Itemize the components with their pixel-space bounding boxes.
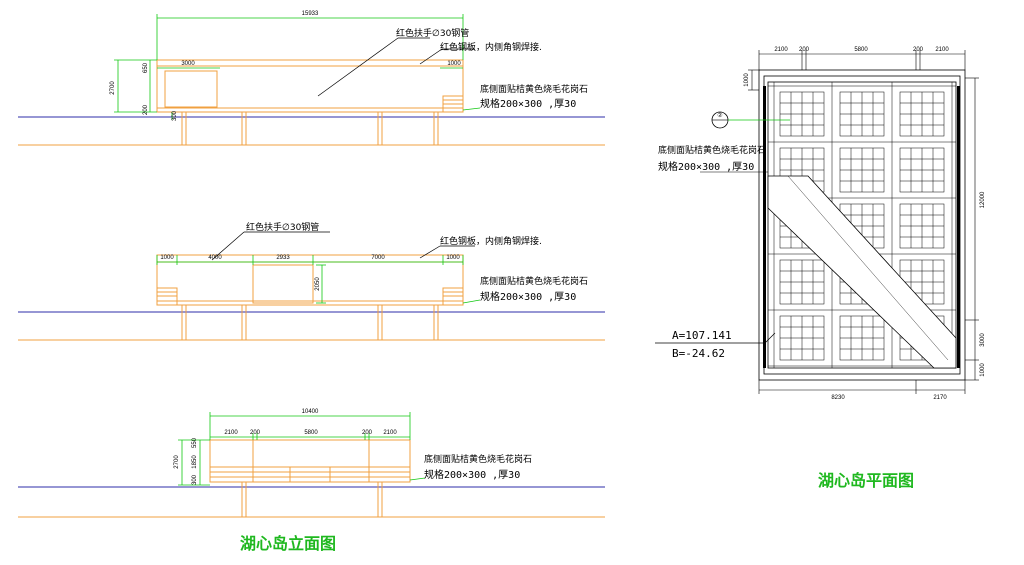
dim-height: 2700 <box>174 455 180 469</box>
handrail-right <box>957 86 960 368</box>
plan-dim-right-lower-2: 1000 <box>980 363 986 377</box>
plan-dim-top-3: 5800 <box>854 47 868 53</box>
dim-parapet: 550 <box>192 437 198 448</box>
opening-panel <box>252 264 314 304</box>
dim-left-panel: 3000 <box>181 61 195 67</box>
coord-a: A=107.141 <box>672 329 732 342</box>
dim-height: 2700 <box>110 81 116 95</box>
dim-total-length: 10400 <box>302 409 319 415</box>
diagonal-walkway <box>767 175 957 369</box>
dim-parapet: 650 <box>143 62 149 73</box>
plan-title: 湖心岛平面图 <box>818 471 914 490</box>
plan-dim-right-lower-1: 3000 <box>980 333 986 347</box>
section-marker-label: ② <box>717 112 722 119</box>
plan-dim-right-total: 12000 <box>980 191 986 208</box>
spec-granite: 规格200×300 ,厚30 <box>480 97 576 110</box>
plan-outline <box>758 69 966 381</box>
dim-seg-1: 2100 <box>224 430 238 436</box>
note-steel-plate: 红色钢板，内侧角钢焊接. <box>440 235 542 247</box>
elevation-view-1: 15933 3000 1000 2700 650 200 300 红色扶手∅30… <box>18 11 605 146</box>
section-marker: ② <box>711 111 790 129</box>
note-handrail: 红色扶手∅30钢管 <box>246 221 319 233</box>
handrail-left <box>763 86 766 368</box>
spec-granite: 规格200×300 ,厚30 <box>424 468 520 481</box>
note-handrail: 红色扶手∅30钢管 <box>396 27 469 39</box>
dim-seg-2: 4000 <box>208 255 222 261</box>
dim-seg-1: 1000 <box>160 255 174 261</box>
dim-seg-3: 5800 <box>304 430 318 436</box>
dim-seg-5: 1000 <box>446 255 460 261</box>
dim-body: 1850 <box>192 455 198 469</box>
dim-right-end: 1000 <box>447 61 461 67</box>
plan-dim-left: 1000 <box>744 73 750 87</box>
coord-b: B=-24.62 <box>672 347 725 360</box>
elevation-title: 湖心岛立面图 <box>240 534 336 553</box>
dim-slab: 200 <box>143 104 149 115</box>
side-panel <box>164 70 218 108</box>
plan-dim-bottom-1: 8230 <box>831 395 845 401</box>
deck-outline <box>156 59 464 113</box>
dim-post: 300 <box>172 110 178 121</box>
plan-dim-top-2: 200 <box>799 47 810 53</box>
deck-outline <box>156 254 464 306</box>
note-granite: 底侧面贴桔黄色烧毛花岗石 <box>480 275 588 287</box>
plan-dim-top-4: 200 <box>913 47 924 53</box>
note-granite: 底侧面贴桔黄色烧毛花岗石 <box>424 453 532 465</box>
elevation-view-2: 1000 4000 2933 7000 1000 2050 红色扶手∅30钢管 … <box>18 221 605 341</box>
note-steel-plate: 红色钢板，内侧角钢焊接. <box>440 41 542 53</box>
spec-granite: 规格200×300 ,厚30 <box>480 290 576 303</box>
plan-view: 2100 200 5800 200 2100 1000 12000 3000 1… <box>655 47 986 401</box>
deck-outline <box>209 439 411 483</box>
dim-seg-2: 200 <box>250 430 261 436</box>
plan-note-granite: 底侧面贴桔黄色烧毛花岗石 <box>658 144 766 156</box>
dim-seg-3: 2933 <box>276 255 290 261</box>
plan-spec-granite: 规格200×300 ,厚30 <box>658 160 754 173</box>
dim-total-length: 15933 <box>302 11 319 17</box>
plan-dim-bottom-2: 2170 <box>933 395 947 401</box>
elevation-view-3: 10400 2100 200 5800 200 2100 2700 550 18… <box>18 409 605 518</box>
dim-slab: 300 <box>192 474 198 485</box>
dim-seg-4: 200 <box>362 430 373 436</box>
dim-seg-4: 7000 <box>371 255 385 261</box>
dim-seg-5: 2100 <box>383 430 397 436</box>
note-granite: 底侧面贴桔黄色烧毛花岗石 <box>480 83 588 95</box>
dim-opening-height: 2050 <box>315 277 321 291</box>
plan-dim-top-5: 2100 <box>935 47 949 53</box>
plan-dim-top-1: 2100 <box>774 47 788 53</box>
